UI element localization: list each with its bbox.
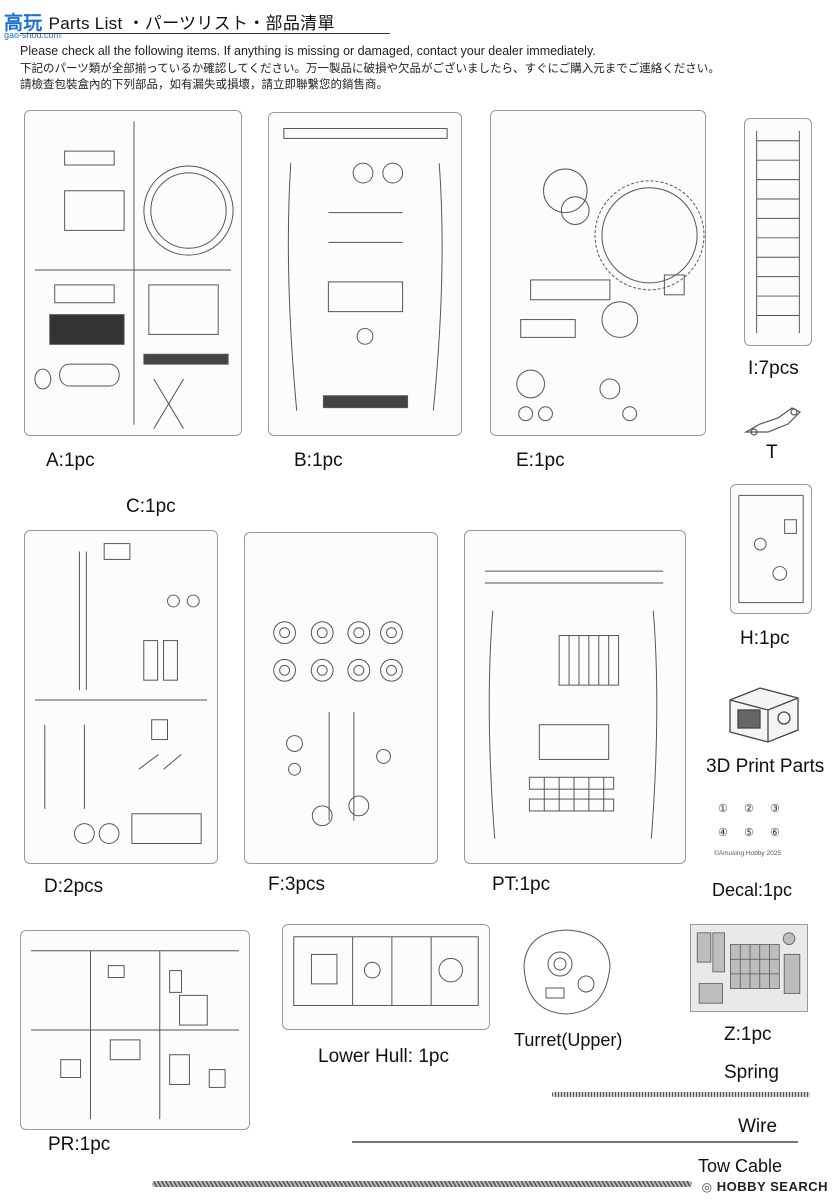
part-t-label: T bbox=[766, 442, 778, 463]
sprue-b-drawing bbox=[283, 128, 448, 411]
sprue-f-drawing bbox=[273, 621, 403, 827]
part-d-label: D:2pcs bbox=[44, 876, 104, 897]
decal-marking-3: ③ bbox=[770, 803, 780, 815]
sprue-pt-drawing bbox=[484, 570, 664, 839]
notice-chinese: 請檢查包裝盒內的下列部品，如有漏失或損壞，請立即聯繫您的銷售商。 bbox=[20, 79, 388, 91]
tow-cable-label: Tow Cable bbox=[698, 1156, 783, 1176]
header-divider bbox=[20, 33, 390, 34]
notice-japanese: 下記のパーツ類が全部揃っているか確認してください。万一製品に破損や欠品がございま… bbox=[20, 63, 720, 75]
page-title-text: Parts List ・パーツリスト・部品清單 bbox=[48, 14, 335, 33]
sprue-i-drawing bbox=[756, 131, 800, 333]
sprue-pt-image bbox=[464, 530, 686, 864]
sprue-f-image bbox=[244, 532, 438, 864]
wire-label: Wire bbox=[738, 1116, 778, 1137]
sprue-i-image bbox=[744, 118, 812, 346]
sprue-a-drawing bbox=[34, 121, 234, 429]
site-logo-subtext: gao-shou.com bbox=[4, 30, 62, 40]
wire-image bbox=[352, 1141, 798, 1143]
decal-sheet-image: ① ② ③ ④ ⑤ ⑥ ©Amusing Hobby 2025 bbox=[714, 800, 806, 864]
3d-print-part-image bbox=[729, 687, 799, 743]
photo-etch-z-image bbox=[690, 924, 808, 1012]
decal-marking-1: ① bbox=[718, 803, 728, 815]
sprue-c-d-image bbox=[24, 530, 218, 864]
3d-print-parts-label: 3D Print Parts bbox=[706, 756, 825, 777]
sprue-h-drawing bbox=[738, 494, 804, 604]
tow-cable-image bbox=[152, 1181, 692, 1187]
sprue-h-image bbox=[730, 484, 812, 614]
photo-etch-z-drawing bbox=[696, 932, 801, 1004]
decal-marking-5: ⑤ bbox=[744, 827, 754, 839]
sprue-pr-image bbox=[20, 930, 250, 1130]
lower-hull-image bbox=[282, 924, 490, 1030]
notice-english: Please check all the following items. If… bbox=[20, 44, 596, 58]
lower-hull-label: Lower Hull: 1pc bbox=[318, 1046, 449, 1067]
sprue-c-d-drawing bbox=[34, 543, 208, 844]
part-pt-label: PT:1pc bbox=[492, 874, 551, 895]
sprue-e-image bbox=[490, 110, 706, 436]
part-i-label: I:7pcs bbox=[748, 358, 799, 379]
part-h-label: H:1pc bbox=[740, 628, 790, 649]
spring-label: Spring bbox=[724, 1062, 779, 1083]
brand-circle-icon: ◎ bbox=[701, 1180, 713, 1194]
decal-copyright: ©Amusing Hobby 2025 bbox=[714, 850, 781, 857]
turret-upper-image bbox=[523, 929, 611, 1015]
decal-marking-4: ④ bbox=[718, 827, 728, 839]
sprue-pr-drawing bbox=[31, 950, 239, 1120]
decal-marking-6: ⑥ bbox=[770, 827, 780, 839]
part-pr-label: PR:1pc bbox=[48, 1134, 111, 1155]
part-b-label: B:1pc bbox=[294, 450, 343, 471]
part-f-label: F:3pcs bbox=[268, 874, 326, 895]
part-c-label: C:1pc bbox=[126, 496, 176, 517]
sprue-b-image bbox=[268, 112, 462, 436]
turret-upper-label: Turret(Upper) bbox=[514, 1030, 623, 1050]
footer-brand-text: HOBBY SEARCH bbox=[716, 1179, 828, 1194]
site-logo: 高玩 bbox=[4, 13, 43, 34]
spring-image bbox=[552, 1092, 810, 1097]
decal-marking-2: ② bbox=[744, 803, 754, 815]
part-e-label: E:1pc bbox=[516, 450, 565, 471]
lower-hull-drawing bbox=[293, 936, 479, 1006]
page-title: 高玩 Parts List ・パーツリスト・部品清單 bbox=[4, 8, 335, 35]
sprue-e-drawing bbox=[516, 168, 705, 422]
part-t-image bbox=[743, 407, 802, 436]
part-a-label: A:1pc bbox=[46, 450, 95, 471]
footer-brand: ◎ HOBBY SEARCH bbox=[702, 1179, 828, 1194]
part-z-label: Z:1pc bbox=[724, 1024, 772, 1045]
decal-label: Decal:1pc bbox=[712, 880, 793, 900]
sprue-a-image bbox=[24, 110, 242, 436]
